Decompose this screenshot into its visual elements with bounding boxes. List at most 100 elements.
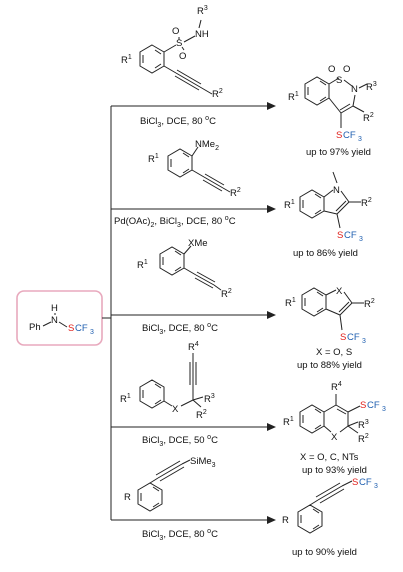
arrow-head-5 <box>267 516 276 524</box>
benzene-ring <box>301 287 327 317</box>
alkyne-bond <box>155 460 181 476</box>
reagent-n: N <box>51 315 58 326</box>
substrate-4: R1 X R2 R3 R4 <box>120 341 215 421</box>
arrow-head-4 <box>267 423 276 431</box>
scf3-s: S <box>340 332 346 343</box>
bond <box>182 152 190 158</box>
scf3-cf: CF <box>359 477 372 488</box>
double-bond <box>335 200 347 212</box>
conditions-3: BiCl3, DCE, 80 oC <box>142 322 218 336</box>
branch-lines <box>102 102 276 524</box>
bond <box>347 425 359 434</box>
double-bond <box>339 103 351 111</box>
bond <box>174 250 182 256</box>
bond <box>183 35 196 43</box>
bond <box>181 46 185 51</box>
bond <box>314 193 322 199</box>
double-bond <box>339 302 353 316</box>
yield-2: up to 86% yield <box>293 248 358 259</box>
r2-label: R2 <box>361 197 372 209</box>
r3-label: R3 <box>366 81 377 93</box>
reagent-ph: Ph <box>29 322 41 333</box>
alkyne-bond <box>194 277 214 289</box>
scf3-sub: 3 <box>362 338 366 345</box>
bond <box>347 405 361 413</box>
product-3: X R2 S CF 3 R1 X = O, S up to 88% yield <box>285 286 375 371</box>
alkyne-bond <box>176 69 202 85</box>
oxygen-label: O <box>172 26 179 37</box>
arrow-head-2 <box>267 205 276 213</box>
scf3-cf: CF <box>347 332 360 343</box>
bond <box>336 213 341 229</box>
bond <box>319 96 327 102</box>
sime3-label: SiMe3 <box>190 456 216 469</box>
benzene-ring <box>159 246 185 276</box>
bond <box>314 424 322 430</box>
reagent-box <box>16 290 103 346</box>
double-bond <box>335 404 349 413</box>
product-2: N R2 S CF 3 R1 up to 86% yield <box>284 171 372 259</box>
bond <box>312 508 320 514</box>
r-label: R <box>282 515 289 526</box>
product-5: R S CF 3 up to 90% yield <box>282 477 378 558</box>
r3-label: R3 <box>358 419 369 431</box>
sulfur-label: S <box>176 38 182 49</box>
nme2-label: NMe2 <box>195 139 219 152</box>
scf3-cf: CF <box>367 400 380 411</box>
bond <box>163 44 177 53</box>
benzene-ring <box>139 44 165 74</box>
bond <box>352 105 365 113</box>
reagent-cf: CF <box>75 323 88 334</box>
bond <box>154 399 162 405</box>
bond <box>328 77 340 85</box>
bond <box>154 63 162 69</box>
bond <box>174 266 182 272</box>
oxygen-label: O <box>343 64 350 75</box>
r1-label: R1 <box>137 259 148 271</box>
sulfur-label: S <box>336 75 342 86</box>
scf3-sub: 3 <box>359 236 363 243</box>
yield-3: up to 88% yield <box>297 360 362 371</box>
alkyne-bond <box>319 488 345 504</box>
reagent-s: S <box>68 323 74 334</box>
nitrogen-label: N <box>333 185 340 196</box>
yield-1: up to 97% yield <box>306 147 371 158</box>
bond <box>163 400 173 407</box>
r3-label: R3 <box>204 393 215 405</box>
conditions-2: Pd(OAc)2, BiCl3, DCE, 80 oC <box>114 215 236 229</box>
alkyne-bond <box>196 271 216 283</box>
scf3-sub: 3 <box>374 483 378 490</box>
bond <box>358 83 368 89</box>
conditions-4: BiCl3, DCE, 50 oC <box>142 434 218 448</box>
r2-label: R2 <box>212 88 223 100</box>
substrate-1: S O O NH R3 R1 R2 <box>121 5 223 100</box>
substrate-3: XMe R1 R2 <box>137 238 232 300</box>
bond <box>154 383 162 389</box>
scf3-cf: CF <box>344 230 357 241</box>
bond <box>339 425 349 433</box>
reagent-cf-sub: 3 <box>90 329 94 336</box>
benzene-ring <box>297 504 323 534</box>
bond <box>182 168 190 174</box>
bond <box>328 97 342 114</box>
r-label: R <box>124 492 131 503</box>
bond <box>192 399 202 408</box>
r2-label: R2 <box>230 187 241 199</box>
benzene-ring <box>304 76 330 106</box>
bond <box>323 210 338 215</box>
n-methyl-bond <box>332 171 338 184</box>
alkyne-bond <box>157 463 183 479</box>
scf3-s: S <box>337 230 343 241</box>
bond <box>309 499 319 506</box>
double-bond <box>338 301 350 313</box>
xme-label: XMe <box>188 238 208 249</box>
alkyne-bond <box>203 176 224 189</box>
scf3-s: S <box>360 400 366 411</box>
bond <box>154 49 162 55</box>
product-1: S O O N R3 R2 S CF 3 R1 up to 97% yield <box>288 64 377 158</box>
x-label: X <box>336 286 343 297</box>
bond <box>323 189 334 198</box>
product-4: X R4 S CF 3 R3 R2 R1 X = O, C, NTs up to… <box>283 381 386 476</box>
arrow-head-3 <box>267 311 276 319</box>
